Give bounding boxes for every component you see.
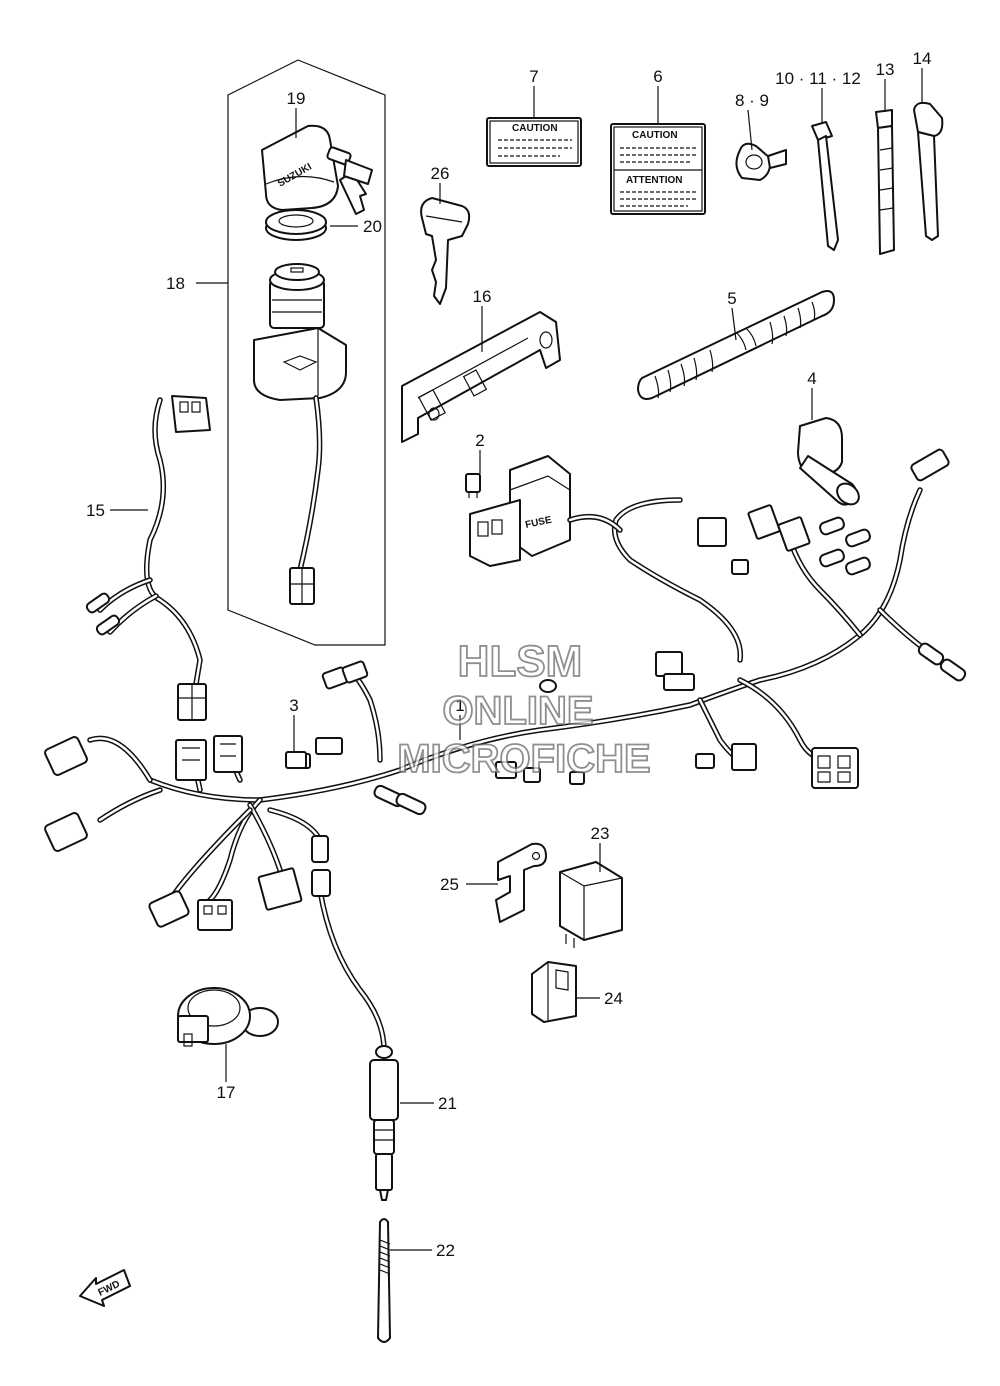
callout-15: 15 bbox=[86, 501, 105, 520]
switch-sensor-part bbox=[177, 987, 279, 1047]
watermark-line-1: HLSM bbox=[458, 637, 583, 686]
spare-key-part bbox=[420, 197, 471, 305]
callout-23: 23 bbox=[591, 824, 610, 843]
callout-numbers: 19 20 18 26 7 6 8 · 9 10 · 11 · 12 13 14… bbox=[86, 49, 931, 1260]
relay-part bbox=[559, 861, 623, 948]
protective-sleeve-part bbox=[637, 290, 835, 400]
ignition-connector-part bbox=[289, 567, 315, 605]
callout-3: 3 bbox=[289, 696, 298, 715]
callout-14: 14 bbox=[913, 49, 932, 68]
watermark: HLSM ONLINE MICROFICHE bbox=[396, 636, 651, 782]
callout-8-9: 8 · 9 bbox=[735, 91, 769, 110]
fuse-box-part: FUSE bbox=[469, 455, 571, 567]
watermark-line-3: MICROFICHE bbox=[397, 737, 650, 781]
leader-lines bbox=[110, 68, 923, 1251]
callout-16: 16 bbox=[473, 287, 492, 306]
sub-harness-part bbox=[85, 395, 211, 721]
fuse-bracket-part bbox=[401, 311, 561, 443]
terminal-boot-part bbox=[797, 417, 860, 506]
fuse-part bbox=[465, 473, 481, 498]
svg-text:CAUTION: CAUTION bbox=[512, 123, 558, 134]
ignition-key-part: SUZUKI bbox=[261, 124, 373, 215]
callout-10-11-12: 10 · 11 · 12 bbox=[775, 69, 861, 88]
small-connector-part bbox=[285, 751, 307, 769]
svg-text:FUSE: FUSE bbox=[524, 515, 553, 531]
probe-part bbox=[377, 1218, 391, 1343]
callout-22: 22 bbox=[436, 1241, 455, 1260]
callout-21: 21 bbox=[438, 1094, 457, 1113]
forward-direction-arrow-icon: FWD bbox=[79, 1269, 131, 1307]
callout-24: 24 bbox=[604, 989, 623, 1008]
watermark-line-2: ONLINE bbox=[442, 689, 593, 733]
svg-text:CAUTION: CAUTION bbox=[632, 130, 678, 141]
cable-tie-14-part bbox=[913, 101, 944, 241]
lock-nut-part bbox=[265, 209, 327, 241]
callout-25: 25 bbox=[440, 875, 459, 894]
relay-bracket-part bbox=[495, 842, 547, 923]
relay-socket-part bbox=[531, 961, 577, 1023]
callout-1: 1 bbox=[455, 696, 464, 715]
callout-5: 5 bbox=[727, 289, 736, 308]
callout-13: 13 bbox=[876, 60, 895, 79]
harness-connectors bbox=[44, 448, 967, 931]
svg-text:ATTENTION: ATTENTION bbox=[626, 175, 682, 186]
callout-2: 2 bbox=[475, 431, 484, 450]
caution-label-large-part: CAUTION ATTENTION bbox=[610, 123, 706, 215]
sensor-part bbox=[311, 869, 399, 1201]
callout-18: 18 bbox=[166, 274, 185, 293]
ignition-switch-part bbox=[253, 263, 347, 401]
callout-4: 4 bbox=[807, 369, 816, 388]
callout-17: 17 bbox=[217, 1083, 236, 1102]
ignition-switch-group-outline bbox=[227, 59, 386, 646]
cable-tie-10-part bbox=[811, 121, 839, 251]
callout-19: 19 bbox=[287, 89, 306, 108]
callout-26: 26 bbox=[431, 164, 450, 183]
callout-20: 20 bbox=[363, 217, 382, 236]
wire-clip-part bbox=[735, 142, 787, 181]
callout-6: 6 bbox=[653, 67, 662, 86]
callout-7: 7 bbox=[529, 67, 538, 86]
caution-label-small-part: CAUTION bbox=[486, 117, 582, 167]
cable-tie-13-part bbox=[875, 109, 895, 255]
